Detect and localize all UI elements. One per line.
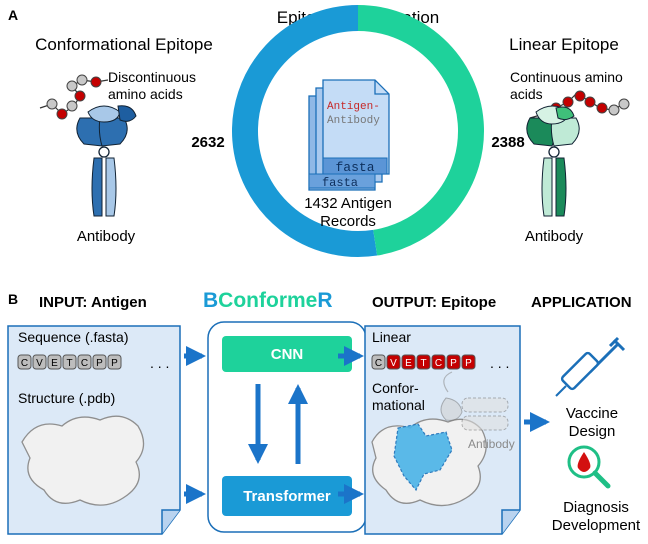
input-sequence-ellipsis: . . . xyxy=(150,355,169,371)
continuous-label-line2: acids xyxy=(510,86,543,102)
antibody-linear-icon xyxy=(526,90,630,217)
input-letter: C xyxy=(21,358,28,369)
antibody-conformational-icon xyxy=(39,74,137,217)
input-protein-structure-image xyxy=(21,415,145,506)
transformer-block xyxy=(222,476,352,516)
output-letter-epitope: E xyxy=(405,358,412,369)
epitope-donut-chart xyxy=(232,5,484,257)
application-title: APPLICATION xyxy=(531,294,632,311)
vaccine-design-line1: Vaccine xyxy=(566,405,618,422)
brand-letter-r: R xyxy=(317,289,332,312)
diagnosis-development-line2: Development xyxy=(552,517,641,534)
bconformer-brand: BConformeR xyxy=(203,289,333,312)
doc-text-antibody: Antibody xyxy=(327,115,380,127)
discontinuous-label-line2: amino acids xyxy=(108,86,183,102)
ring-segment-linear xyxy=(357,5,484,256)
brand-middle: Conforme xyxy=(218,289,317,312)
brand-letter-b: B xyxy=(203,289,218,312)
sequence-fasta-label: Sequence (.fasta) xyxy=(18,329,129,345)
input-letter: C xyxy=(81,358,88,369)
conformational-output-line1: Confor- xyxy=(372,380,419,396)
continuous-label-line1: Continuous amino xyxy=(510,69,623,85)
antibody-label-right: Antibody xyxy=(525,228,584,245)
cnn-label: CNN xyxy=(271,346,304,363)
diagnosis-magnifier-icon xyxy=(567,445,611,489)
diagnosis-development-line1: Diagnosis xyxy=(563,499,629,516)
output-letter-epitope: T xyxy=(420,358,426,369)
discontinuous-label-line1: Discontinuous xyxy=(108,69,196,85)
output-letter-epitope: V xyxy=(390,358,397,369)
input-letter: T xyxy=(66,358,72,369)
count-linear: 2388 xyxy=(491,134,524,151)
cnn-block xyxy=(222,336,352,372)
input-antigen-title: INPUT: Antigen xyxy=(39,294,147,311)
antibody-ghost-icon xyxy=(440,371,509,431)
input-letter: E xyxy=(51,358,58,369)
output-letter-epitope: P xyxy=(465,358,472,369)
input-sequence-letters: C V E T C P P xyxy=(17,354,122,370)
ring-segment-conformational xyxy=(232,5,378,257)
antibody-output-label: Antibody xyxy=(468,437,515,451)
fasta-document-stack-icon xyxy=(308,79,390,191)
output-letter-epitope: C xyxy=(435,358,442,369)
doc-label-fasta-front: fasta xyxy=(335,160,374,175)
output-epitope-title: OUTPUT: Epitope xyxy=(372,294,496,311)
linear-output-label: Linear xyxy=(372,329,411,345)
structure-pdb-label: Structure (.pdb) xyxy=(18,390,115,406)
input-letter: P xyxy=(111,358,118,369)
output-sequence-letters: C V E T C P P xyxy=(371,354,476,370)
panel-a-label: A xyxy=(8,7,18,23)
antigen-records-line2: Records xyxy=(320,213,376,230)
output-letter-epitope: P xyxy=(450,358,457,369)
count-conformational: 2632 xyxy=(191,134,224,151)
doc-label-fasta-back: fasta xyxy=(322,176,358,190)
syringe-icon xyxy=(555,336,626,397)
antigen-records-line1: 1432 Antigen xyxy=(304,195,392,212)
panel-b-label: B xyxy=(8,291,18,307)
doc-text-antigen: Antigen- xyxy=(327,101,380,113)
output-sequence-ellipsis: . . . xyxy=(490,355,509,371)
conformational-output-line2: mational xyxy=(372,397,425,413)
conformational-epitope-title: Conformational Epitope xyxy=(35,35,213,54)
transformer-label: Transformer xyxy=(243,488,331,505)
output-letter: C xyxy=(375,358,382,369)
vaccine-design-line2: Design xyxy=(569,423,616,440)
input-letter: P xyxy=(96,358,103,369)
linear-epitope-title: Linear Epitope xyxy=(509,35,619,54)
input-letter: V xyxy=(36,358,43,369)
conformational-epitope-highlight xyxy=(393,423,453,492)
antibody-label-left: Antibody xyxy=(77,228,136,245)
